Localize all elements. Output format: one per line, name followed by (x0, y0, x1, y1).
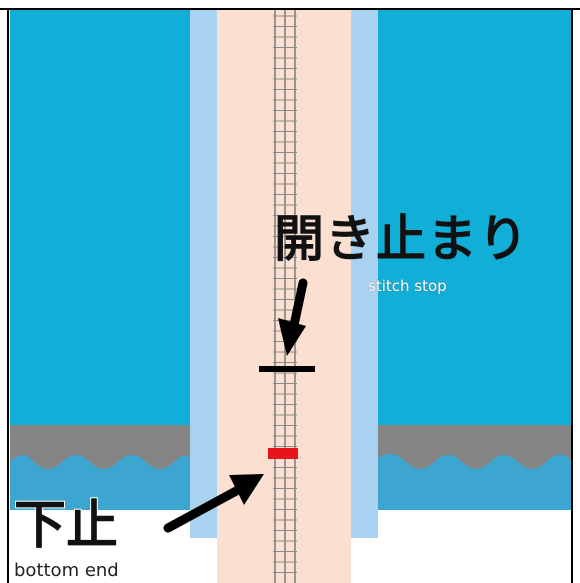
bottom-stop-marker (268, 448, 298, 459)
zipper-body (217, 10, 351, 583)
stitch-stop-label-en: stitch stop (368, 277, 447, 295)
wave-left (10, 455, 190, 510)
wave-right (378, 453, 571, 510)
fabric-left (10, 10, 190, 425)
stitch-stop-label-jp: 開き止まり (274, 210, 529, 268)
stitch-stop-marker (259, 366, 315, 372)
bottom-end-label-en: bottom end (14, 560, 119, 581)
zipper-tape-left (190, 10, 217, 538)
zipper-tape-right (351, 10, 378, 538)
fabric-right (378, 10, 571, 425)
bottom-stop-arrow (163, 474, 264, 533)
bottom-end-label-jp: 下止 (13, 496, 119, 556)
stitch-stop-arrow (278, 278, 308, 356)
hem-left (10, 425, 190, 475)
